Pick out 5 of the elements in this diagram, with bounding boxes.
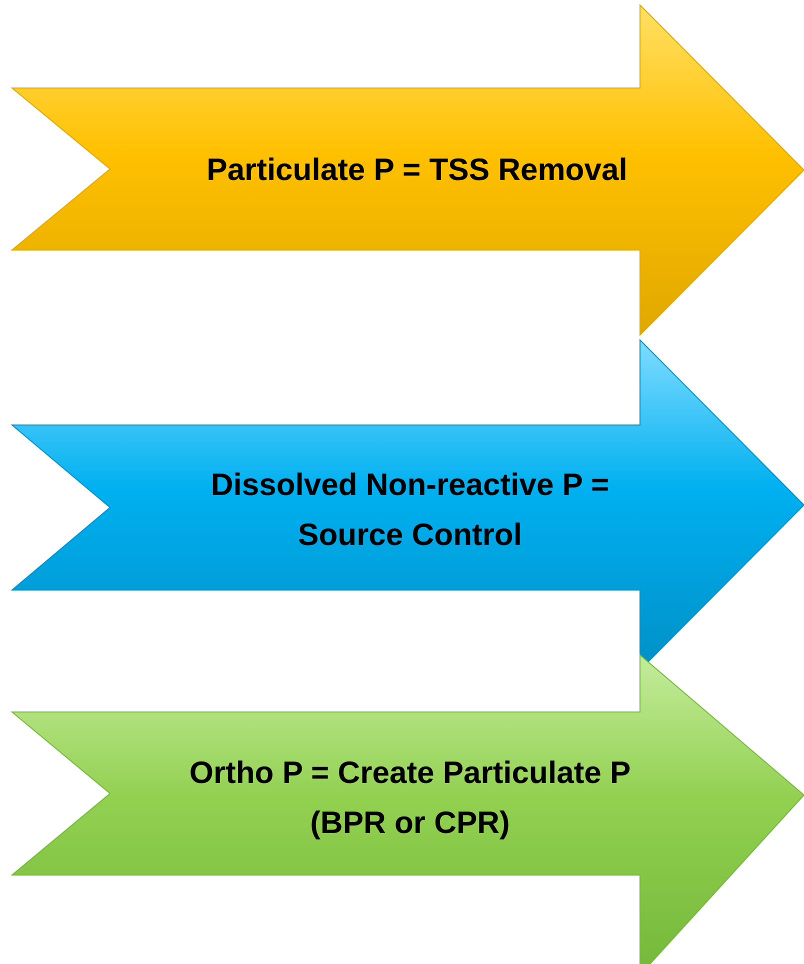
arrow-label: Particulate P = TSS Removal <box>206 151 628 189</box>
chevron-banner <box>12 655 804 964</box>
chevron-banner <box>12 5 804 335</box>
arrow-label: Dissolved Non-reactive P = Source Control <box>210 466 610 554</box>
arrow-label: Ortho P = Create Particulate P (BPR or CPR) <box>188 754 632 842</box>
